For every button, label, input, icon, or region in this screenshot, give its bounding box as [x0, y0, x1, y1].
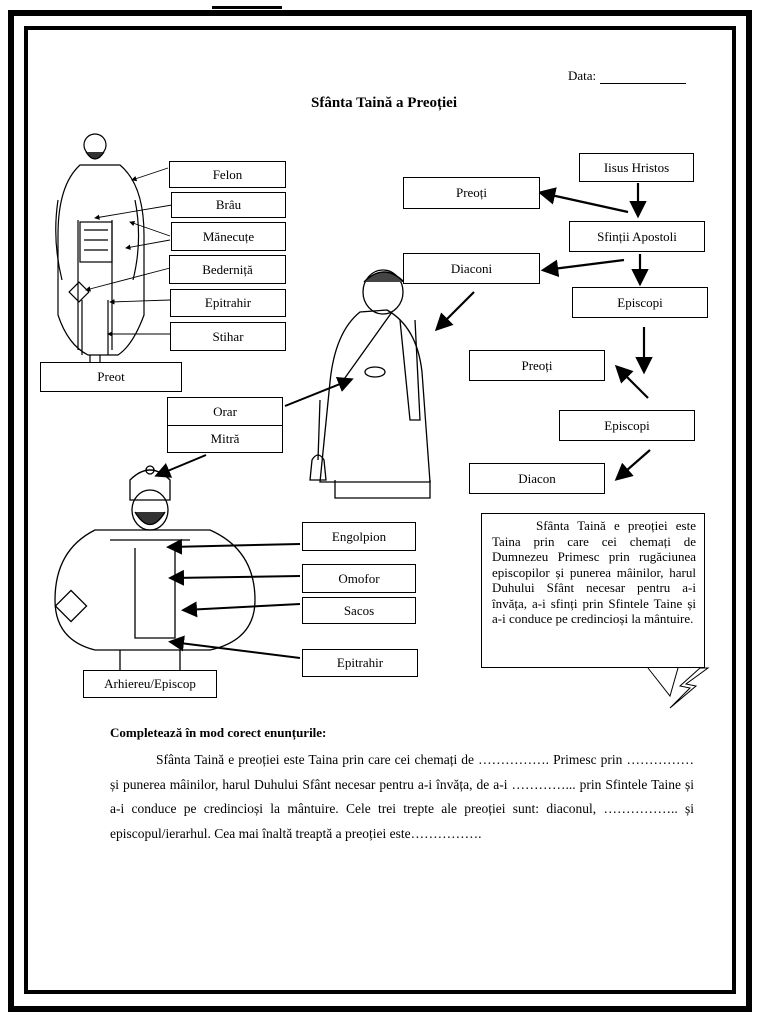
lightning-icon	[669, 667, 710, 709]
hier-apostles: Sfinții Apostoli	[569, 221, 705, 252]
hier-bishops-2: Episcopi	[559, 410, 695, 441]
date-field: Data:	[568, 68, 687, 84]
hier-deacons: Diaconi	[403, 253, 540, 284]
label-engolpion: Engolpion	[302, 522, 416, 551]
label-stihar: Stihar	[170, 322, 286, 351]
bubble-tail	[647, 667, 679, 698]
label-arhiereu: Arhiereu/Episcop	[83, 670, 217, 698]
label-manecute: Mănecuțe	[171, 222, 286, 251]
hier-jesus: Iisus Hristos	[579, 153, 694, 182]
hier-priests-2: Preoți	[469, 350, 605, 381]
exercise-text[interactable]: Sfânta Taină e preoției este Taina prin …	[110, 752, 694, 841]
bishop-pointers	[154, 377, 354, 659]
label-omofor: Omofor	[302, 564, 416, 593]
hierarchy-arrows	[434, 183, 653, 481]
definition-note: Sfânta Taină e preoției este Taina prin …	[481, 513, 705, 668]
label-orar: Orar	[167, 397, 283, 426]
outer-frame	[8, 10, 752, 1012]
page-title: Sfânta Taină a Preoției	[311, 95, 457, 111]
hier-deacon: Diacon	[469, 463, 605, 494]
inner-frame	[24, 26, 736, 994]
hier-bishops-1: Episcopi	[572, 287, 708, 318]
label-bederinta: Bederniță	[169, 255, 286, 284]
label-brau: Brâu	[171, 192, 286, 218]
top-mark	[212, 0, 282, 9]
date-blank[interactable]	[600, 71, 687, 84]
label-preot: Preot	[40, 362, 182, 392]
label-felon: Felon	[169, 161, 286, 188]
exercise-heading: Completează în mod corect enunțurile:	[110, 725, 327, 740]
bishop-figure	[54, 465, 256, 673]
label-sacos: Sacos	[302, 597, 416, 624]
label-mitra: Mitră	[167, 425, 283, 453]
label-epitrahir-bishop: Epitrahir	[302, 649, 418, 677]
deacon-figure	[309, 269, 431, 499]
date-label: Data:	[568, 68, 597, 83]
label-epitrahir-priest: Epitrahir	[170, 289, 286, 317]
priest-pointers	[85, 167, 173, 337]
priest-figure	[55, 133, 145, 363]
hier-priests-1: Preoți	[403, 177, 540, 209]
